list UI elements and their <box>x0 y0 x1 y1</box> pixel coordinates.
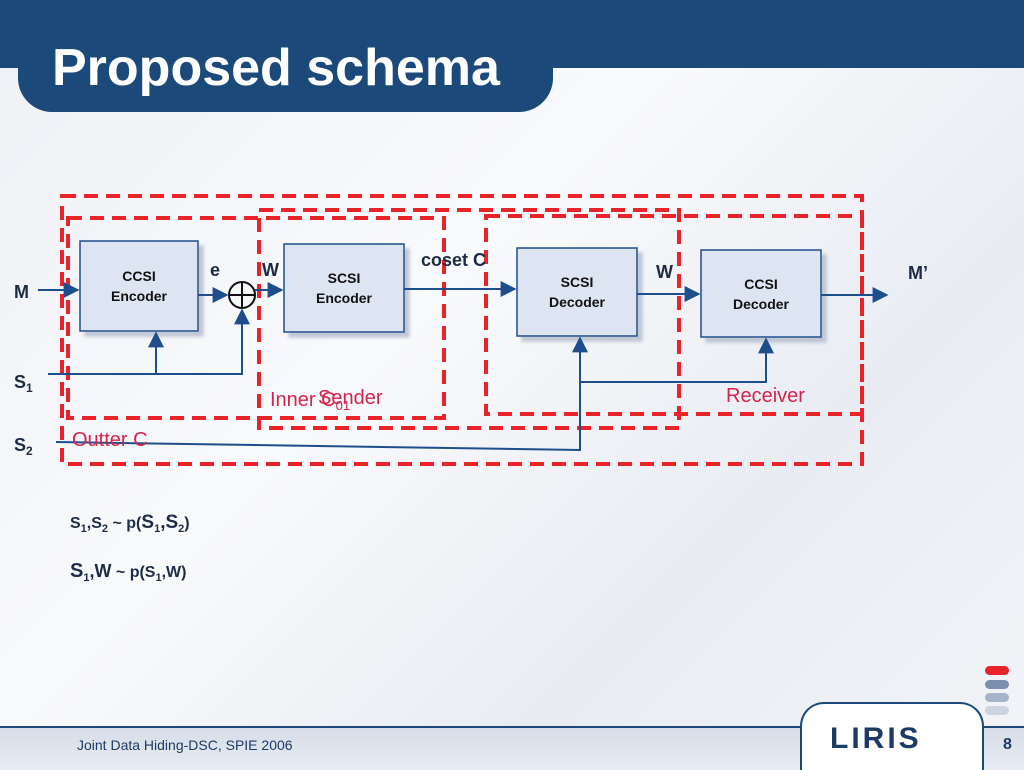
signal-s2: S2 <box>14 435 33 458</box>
decor-pill-red <box>985 666 1009 675</box>
sender-region <box>66 216 446 420</box>
ccsi-decoder-block: CCSI Decoder <box>700 249 822 338</box>
equation-1: S1,S2 ~ p(S1,S2) <box>70 512 190 535</box>
scsi-encoder-block: SCSI Encoder <box>283 243 405 333</box>
ccsi-encoder-block: CCSI Encoder <box>79 240 199 332</box>
signal-w-hat: W <box>656 262 673 282</box>
scsi-encoder-label-l2: Encoder <box>316 290 373 306</box>
signal-s1: S1 <box>14 372 33 395</box>
ccsi-encoder-label-l1: CCSI <box>122 268 155 284</box>
signal-e: e <box>210 260 220 280</box>
inner-region <box>257 208 681 430</box>
footer-text: Joint Data Hiding-DSC, SPIE 2006 <box>77 737 293 753</box>
s2-line <box>55 336 588 452</box>
scsi-decoder-label-l2: Decoder <box>549 294 606 310</box>
outer-code-label: Outter C <box>72 429 148 451</box>
signal-coset: coset C <box>421 250 486 270</box>
slide-title: Proposed schema <box>52 39 500 97</box>
signal-m: M <box>14 282 29 302</box>
ccsi-decoder-label-l1: CCSI <box>744 276 777 292</box>
logo-tab <box>800 702 984 770</box>
scsi-decoder-block: SCSI Decoder <box>516 247 638 337</box>
signal-m-prime: M’ <box>908 263 928 283</box>
decor-pill-blue <box>985 680 1009 689</box>
side-info-to-ccsi-decoder <box>580 337 774 383</box>
s1-line <box>48 308 250 375</box>
decor-pill-light <box>985 706 1009 715</box>
title-tab <box>18 0 553 112</box>
scsi-decoder-label-l1: SCSI <box>561 274 594 290</box>
page-number: 8 <box>1003 736 1012 753</box>
xor-adder-icon <box>228 281 256 309</box>
decor-pill-grey <box>985 693 1009 702</box>
receiver-region <box>484 214 864 416</box>
equation-2: S1,W ~ p(S1,W) <box>70 560 186 584</box>
ccsi-decoder-label-l2: Decoder <box>733 296 790 312</box>
ccsi-encoder-label-l2: Encoder <box>111 288 168 304</box>
sender-label: Sender <box>318 387 383 409</box>
receiver-label: Receiver <box>726 385 805 407</box>
liris-logo: LIRIS <box>830 722 922 755</box>
scsi-encoder-label-l1: SCSI <box>328 270 361 286</box>
inner-code-label: Inner C01 <box>270 389 350 413</box>
signal-w: W <box>262 260 279 280</box>
